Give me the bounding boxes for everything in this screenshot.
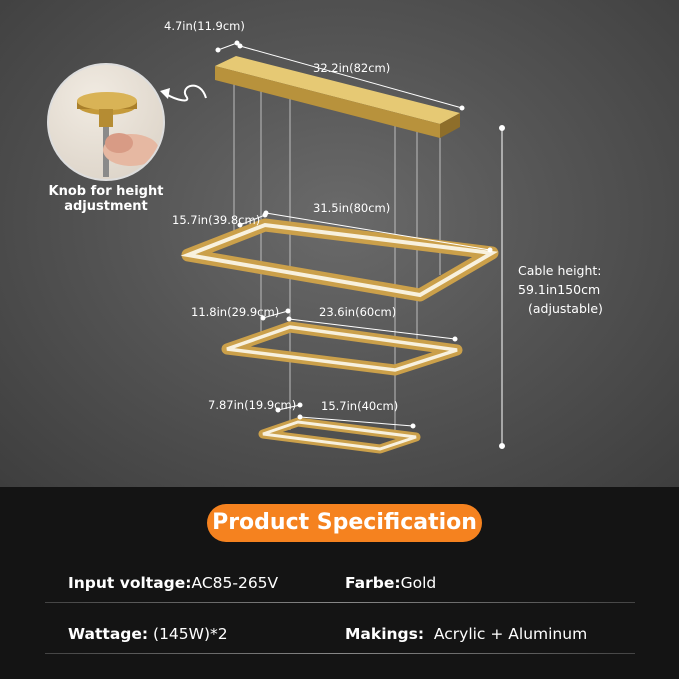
spec-panel: Product Specification Input voltage:AC85…: [0, 487, 679, 679]
dim-top-length: 32.2in(82cm): [313, 61, 391, 75]
knob-caption: Knob for height adjustment: [48, 184, 164, 214]
spec-divider-bottom: [45, 653, 635, 654]
dim-ring3-depth: 7.87in(19.9cm): [208, 398, 297, 412]
knob-detail-photo: [47, 63, 165, 181]
dim-top-depth: 4.7in(11.9cm): [164, 19, 245, 33]
dim-ring1-length: 31.5in(80cm): [313, 201, 391, 215]
dim-ring2-length: 23.6in(60cm): [319, 305, 397, 319]
cable-line-2: 59.1in150cm: [518, 281, 601, 297]
cable-line-3: (adjustable): [528, 300, 603, 316]
spec-title: Product Specification: [207, 504, 482, 542]
spec-voltage-value: AC85-265V: [191, 574, 279, 592]
ring-small: [258, 417, 421, 454]
dim-ring1-depth: 15.7in(39.8cm): [172, 213, 261, 227]
dim-ring3-length: 15.7in(40cm): [321, 399, 399, 413]
hero-photo: 4.7in(11.9cm) 32.2in(82cm) 15.7in(39.8cm…: [0, 0, 679, 487]
ring-medium: [221, 321, 463, 376]
spec-divider: [45, 602, 635, 603]
dim-ring2-depth: 11.8in(29.9cm): [191, 305, 280, 319]
canopy-bar: [215, 56, 460, 138]
spec-wattage-value: (145W)*2: [148, 625, 228, 643]
spec-voltage: Input voltage:AC85-265V: [68, 574, 278, 592]
spec-voltage-label: Input voltage:: [68, 574, 192, 592]
spec-wattage: Wattage: (145W)*2: [68, 625, 228, 643]
spec-material: Makings: Acrylic + Aluminum: [345, 625, 587, 643]
spec-color: Farbe:Gold: [345, 574, 436, 592]
knob-icon: [77, 92, 159, 177]
chandelier-illustration: [160, 40, 505, 454]
spec-wattage-label: Wattage:: [68, 625, 149, 643]
arrow-icon: [160, 84, 207, 102]
suspension-cables: [233, 80, 441, 430]
ring-large: [180, 218, 499, 302]
cable-height-label: Cable height: 59.1in150cm (adjustable): [518, 262, 603, 318]
spec-color-value: Gold: [400, 574, 437, 592]
spec-material-value: Acrylic + Aluminum: [424, 625, 588, 643]
dimension-lines: [215, 40, 505, 449]
spec-material-label: Makings:: [345, 625, 425, 643]
cable-line-1: Cable height:: [518, 263, 602, 278]
spec-color-label: Farbe:: [345, 574, 401, 592]
